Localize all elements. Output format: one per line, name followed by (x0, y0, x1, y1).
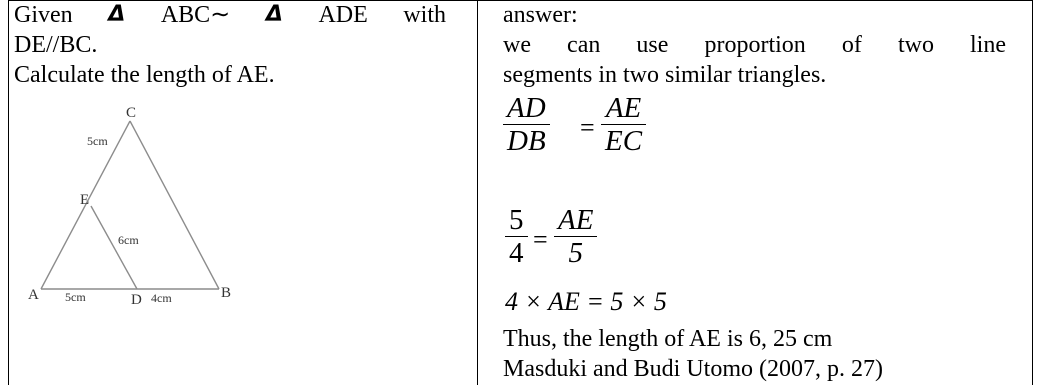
triangle-ade: ADE (318, 2, 368, 28)
label-c: C (126, 105, 136, 121)
problem-cell: Given Δ ABC∼ Δ ADE with DE//BC. Calculat… (14, 0, 454, 90)
equals-sign: = (533, 225, 548, 254)
triangle-figure: C E A D B 5cm 6cm 5cm 4cm (28, 105, 231, 308)
word: line (970, 32, 1006, 58)
fraction-bar (601, 124, 647, 125)
equals-sign: = (580, 113, 595, 142)
table-frame (8, 0, 1033, 385)
answer-heading: answer: (503, 2, 578, 28)
citation-line: Masduki and Budi Utomo (2007, p. 27) (503, 356, 883, 382)
problem-line-1: Given Δ ABC∼ Δ ADE with (14, 0, 446, 30)
problem-line-3: Calculate the length of AE. (14, 62, 275, 88)
equation-line: 4 × AE = 5 × 5 (505, 287, 667, 316)
label-b: B (221, 285, 231, 301)
label-e: E (80, 192, 89, 208)
label-a: A (28, 287, 39, 303)
denominator: 4 (509, 237, 524, 269)
denominator: 5 (568, 237, 583, 269)
word-given: Given (14, 2, 73, 28)
problem-line-2: DE//BC. (14, 32, 98, 58)
word: proportion (704, 32, 806, 58)
fraction-bar (554, 236, 598, 237)
measure-ad: 5cm (65, 290, 86, 304)
measure-db: 4cm (151, 291, 172, 305)
delta-symbol: Δ (108, 2, 126, 27)
word: of (841, 32, 862, 58)
fraction-ae-5: AE 5 (554, 204, 598, 269)
fraction-bar (503, 124, 550, 125)
word: we (503, 32, 531, 58)
answer-cell: answer: we can use proportion of two lin… (503, 0, 1023, 90)
answer-line-3: segments in two similar triangles. (503, 62, 827, 88)
word: two (897, 32, 934, 58)
fraction-5-4: 5 4 (505, 204, 528, 269)
side-cb (129, 120, 220, 290)
triangle-abc: ABC∼ (160, 2, 231, 28)
answer-line-2: we can use proportion of two line (503, 30, 1006, 60)
denominator: DB (507, 125, 546, 157)
fraction-ad-db: AD DB (503, 92, 550, 157)
fraction-bar (505, 236, 528, 237)
numerator: AE (605, 92, 642, 124)
label-d: D (131, 292, 142, 308)
conclusion-line: Thus, the length of AE is 6, 25 cm (503, 326, 833, 352)
side-ac (40, 120, 131, 290)
measure-ce: 5cm (87, 134, 108, 148)
numerator: 5 (509, 204, 524, 236)
word: can (567, 32, 601, 58)
word: use (636, 32, 669, 58)
column-divider (477, 0, 478, 385)
segment-ed (90, 205, 138, 290)
denominator: EC (605, 125, 643, 157)
delta-symbol: Δ (265, 2, 283, 27)
fraction-ae-ec: AE EC (601, 92, 647, 157)
numerator: AD (507, 92, 546, 124)
measure-ed: 6cm (118, 233, 139, 247)
numerator: AE (558, 204, 594, 236)
word-with: with (403, 2, 446, 28)
